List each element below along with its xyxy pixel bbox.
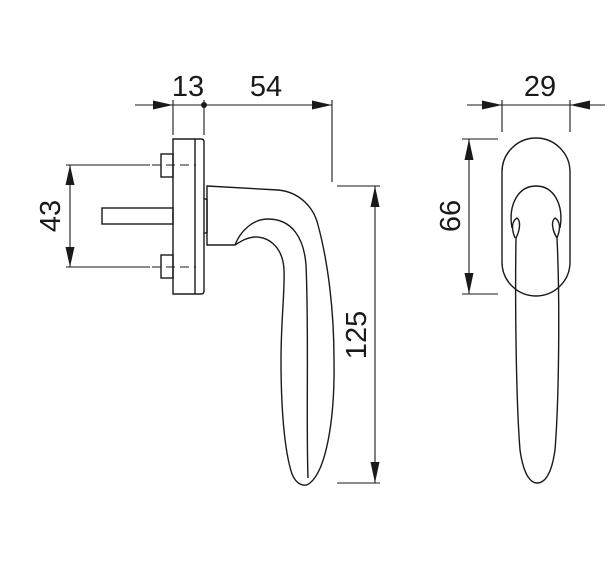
- rose-plate: [172, 138, 205, 295]
- dimension-43: 43: [35, 165, 75, 267]
- dimension-13-54: 13 54: [135, 71, 333, 182]
- dimension-label-54: 54: [250, 71, 282, 103]
- dimension-66: 66: [435, 138, 498, 295]
- collar-front: [510, 185, 562, 229]
- dimension-label-13: 13: [172, 71, 204, 103]
- handle-lever-side: [206, 185, 335, 486]
- front-view: 29 66: [435, 71, 605, 484]
- handle-lever-front: [511, 217, 561, 484]
- dimension-29: 29: [467, 71, 605, 132]
- dimension-label-43: 43: [35, 200, 67, 232]
- dimension-label-29: 29: [524, 71, 556, 103]
- dimension-label-66: 66: [435, 200, 467, 232]
- rose-front: [501, 137, 571, 297]
- dimension-125: 125: [337, 185, 380, 484]
- dimension-label-125: 125: [341, 311, 373, 359]
- spindle: [101, 207, 174, 225]
- side-view: 13 54 43: [35, 71, 380, 486]
